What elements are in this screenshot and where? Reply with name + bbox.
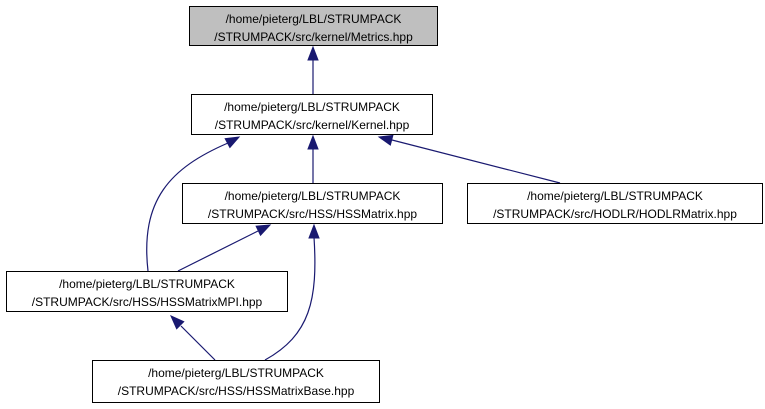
edge-hssbase-to-hss bbox=[264, 236, 316, 361]
node-hodlrmatrix-line1: /home/pieterg/LBL/STRUMPACK bbox=[527, 189, 703, 203]
node-kernel-line2: /STRUMPACK/src/kernel/Kernel.hpp bbox=[214, 118, 410, 132]
arrowhead-hodlr-to-kernel bbox=[377, 134, 394, 146]
edge-hssmpi-to-kernel bbox=[146, 142, 229, 272]
arrowhead-hssbase-to-hss bbox=[308, 223, 320, 239]
edge-hssbase-to-hssmpi bbox=[180, 325, 216, 361]
node-metrics-line1: /home/pieterg/LBL/STRUMPACK bbox=[225, 12, 402, 26]
node-hssmatrixmpi-line2: /STRUMPACK/src/HSS/HSSMatrixMPI.hpp bbox=[31, 295, 263, 309]
node-hssmatrix-line2: /STRUMPACK/src/HSS/HSSMatrix.hpp bbox=[207, 207, 418, 221]
edge-hodlr-to-kernel bbox=[391, 139, 561, 184]
arrowhead-hssmpi-to-kernel bbox=[224, 136, 241, 149]
arrowhead-hss-to-kernel bbox=[307, 134, 319, 150]
node-kernel-line1: /home/pieterg/LBL/STRUMPACK bbox=[224, 100, 400, 114]
arrowhead-hssbase-to-hssmpi bbox=[170, 315, 185, 330]
node-hssmatrixbase-line1: /home/pieterg/LBL/STRUMPACK bbox=[148, 366, 324, 380]
node-hssmatrixbase-hpp[interactable]: /home/pieterg/LBL/STRUMPACK /STRUMPACK/s… bbox=[92, 360, 380, 403]
node-hssmatrixmpi-line1: /home/pieterg/LBL/STRUMPACK bbox=[59, 277, 235, 291]
node-hodlrmatrix-hpp[interactable]: /home/pieterg/LBL/STRUMPACK /STRUMPACK/s… bbox=[467, 183, 763, 224]
node-hodlrmatrix-line2: /STRUMPACK/src/HODLR/HODLRMatrix.hpp bbox=[493, 207, 737, 221]
node-metrics-hpp: /home/pieterg/LBL/STRUMPACK /STRUMPACK/s… bbox=[189, 6, 438, 46]
node-metrics-line2: /STRUMPACK/src/kernel/Metrics.hpp bbox=[214, 30, 413, 44]
node-hssmatrix-line1: /home/pieterg/LBL/STRUMPACK bbox=[224, 189, 401, 203]
node-hssmatrix-hpp[interactable]: /home/pieterg/LBL/STRUMPACK /STRUMPACK/s… bbox=[182, 183, 443, 224]
arrowhead-kernel-to-metrics bbox=[307, 45, 319, 61]
node-hssmatrixbase-line2: /STRUMPACK/src/HSS/HSSMatrixBase.hpp bbox=[117, 384, 355, 398]
edge-hssmpi-to-hss bbox=[177, 230, 259, 272]
arrowhead-hssmpi-to-hss bbox=[255, 224, 272, 237]
node-kernel-hpp[interactable]: /home/pieterg/LBL/STRUMPACK /STRUMPACK/s… bbox=[191, 94, 433, 135]
node-hssmatrixmpi-hpp[interactable]: /home/pieterg/LBL/STRUMPACK /STRUMPACK/s… bbox=[6, 271, 288, 312]
